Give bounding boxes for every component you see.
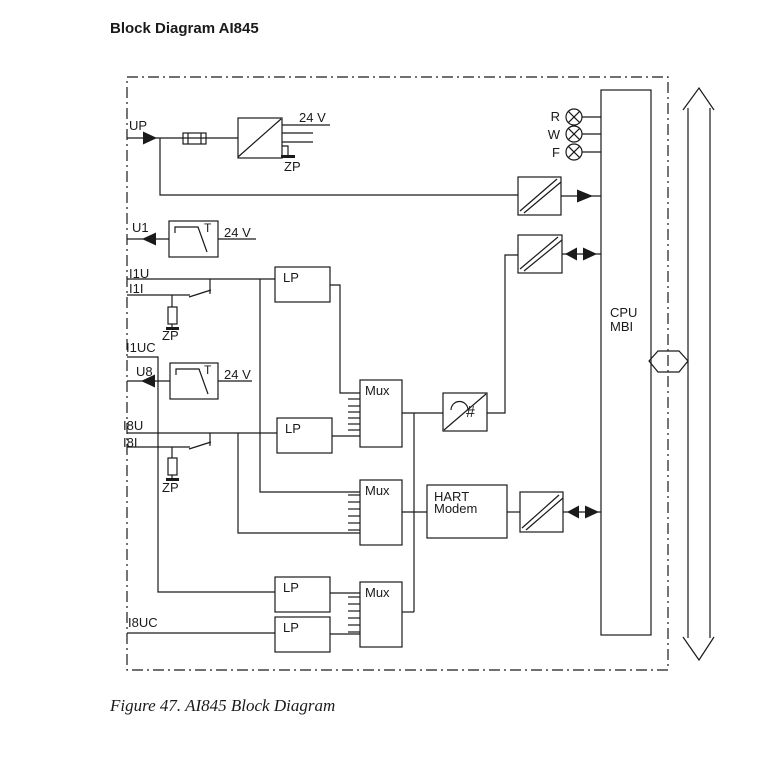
shunt-resistor-1-symbol	[166, 295, 179, 330]
i1uc-wire	[127, 356, 275, 593]
transmitter-supply-1	[127, 220, 256, 258]
terminal-label-i8i: I8I	[123, 435, 138, 450]
terminal-label-up: UP	[129, 118, 148, 133]
hart-modem-label-line1: HART	[434, 489, 470, 504]
terminal-label-i8u: I8U	[123, 418, 144, 433]
voltage-label-24v-power: 24 V	[299, 110, 326, 125]
figure-caption: Figure 47. AI845 Block Diagram	[110, 696, 336, 715]
cpu-block	[600, 89, 652, 636]
led-label-r: R	[550, 109, 560, 124]
ground-label-zp-power: ZP	[284, 159, 301, 174]
led-w	[565, 125, 601, 143]
cpu-label-line1: CPU	[610, 305, 638, 320]
up-arrow-icon	[143, 131, 157, 145]
ground-label-zp-2: ZP	[162, 480, 179, 495]
u1-arrow-icon	[142, 232, 156, 246]
lp-filter-block-4	[274, 616, 360, 653]
i1u-to-mux2-wire	[259, 279, 360, 493]
left-arrow-icon	[567, 505, 579, 519]
mode-switch-1-symbol	[188, 279, 212, 298]
lp-filter-block-2	[276, 417, 360, 454]
cpu-label-line2: MBI	[610, 319, 634, 334]
terminal-label-i1u: I1U	[129, 266, 150, 281]
mux-block-1	[348, 379, 443, 448]
up-to-isolation-wire	[159, 138, 518, 196]
terminal-label-u1: U1	[132, 220, 149, 235]
lp-label-4: LP	[283, 620, 299, 635]
channel-8-input-circuit	[127, 432, 360, 534]
ground-label-zp-1: ZP	[162, 328, 179, 343]
terminal-label-i8uc: I8UC	[128, 615, 158, 630]
right-arrow-icon	[585, 505, 599, 519]
fuse-symbol	[182, 132, 207, 145]
lp-filter-block-1	[274, 266, 360, 394]
adc-block	[442, 254, 518, 432]
isolation-barrier-3	[519, 491, 601, 533]
u8-arrow-icon	[141, 374, 155, 388]
lp-filter-block-3	[274, 576, 360, 613]
mux-block-3	[348, 581, 414, 648]
hart-modem-label-line2: Modem	[434, 501, 478, 516]
transmitter-supply-2	[127, 362, 252, 400]
led-label-w: W	[547, 127, 560, 142]
isolation-barrier-2	[517, 234, 601, 274]
terminal-label-i1uc: I1UC	[126, 340, 156, 355]
page-title: Block Diagram AI845	[110, 20, 259, 37]
lp-label-3: LP	[283, 580, 299, 595]
led-label-f: F	[552, 145, 560, 160]
hart-modem-block	[426, 484, 520, 539]
voltage-label-24v-u8: 24 V	[224, 367, 251, 382]
led-r	[565, 108, 601, 126]
isolation-barrier-1	[517, 176, 601, 216]
left-arrow-icon	[565, 247, 577, 261]
mux-label-3: Mux	[365, 585, 390, 600]
mux-block-2	[348, 479, 427, 546]
right-arrow-icon	[577, 189, 593, 203]
led-f	[565, 143, 601, 161]
shunt-resistor-2-symbol	[166, 447, 179, 481]
mux-label-2: Mux	[365, 483, 390, 498]
terminal-label-u8: U8	[136, 364, 153, 379]
mux-label-1: Mux	[365, 383, 390, 398]
lp-label-2: LP	[285, 421, 301, 436]
terminal-label-i1i: I1I	[129, 281, 144, 296]
lp-label-1: LP	[283, 270, 299, 285]
power-supply-circuit	[127, 117, 518, 196]
mode-switch-2-symbol	[188, 433, 212, 450]
bus-arrow-icon	[682, 86, 715, 662]
dcdc-converter-symbol	[237, 117, 283, 159]
voltage-label-24v-u1: 24 V	[224, 225, 251, 240]
i8u-to-mux2-wire	[237, 433, 360, 534]
adc-digital-label: #	[466, 404, 475, 421]
limiter-label-t1: T	[204, 221, 212, 235]
power-ground-symbol	[281, 145, 295, 158]
channel-1-input-circuit	[127, 278, 360, 493]
limiter-label-t2: T	[204, 363, 212, 377]
analog-arc-icon	[450, 400, 469, 411]
right-arrow-icon	[583, 247, 597, 261]
